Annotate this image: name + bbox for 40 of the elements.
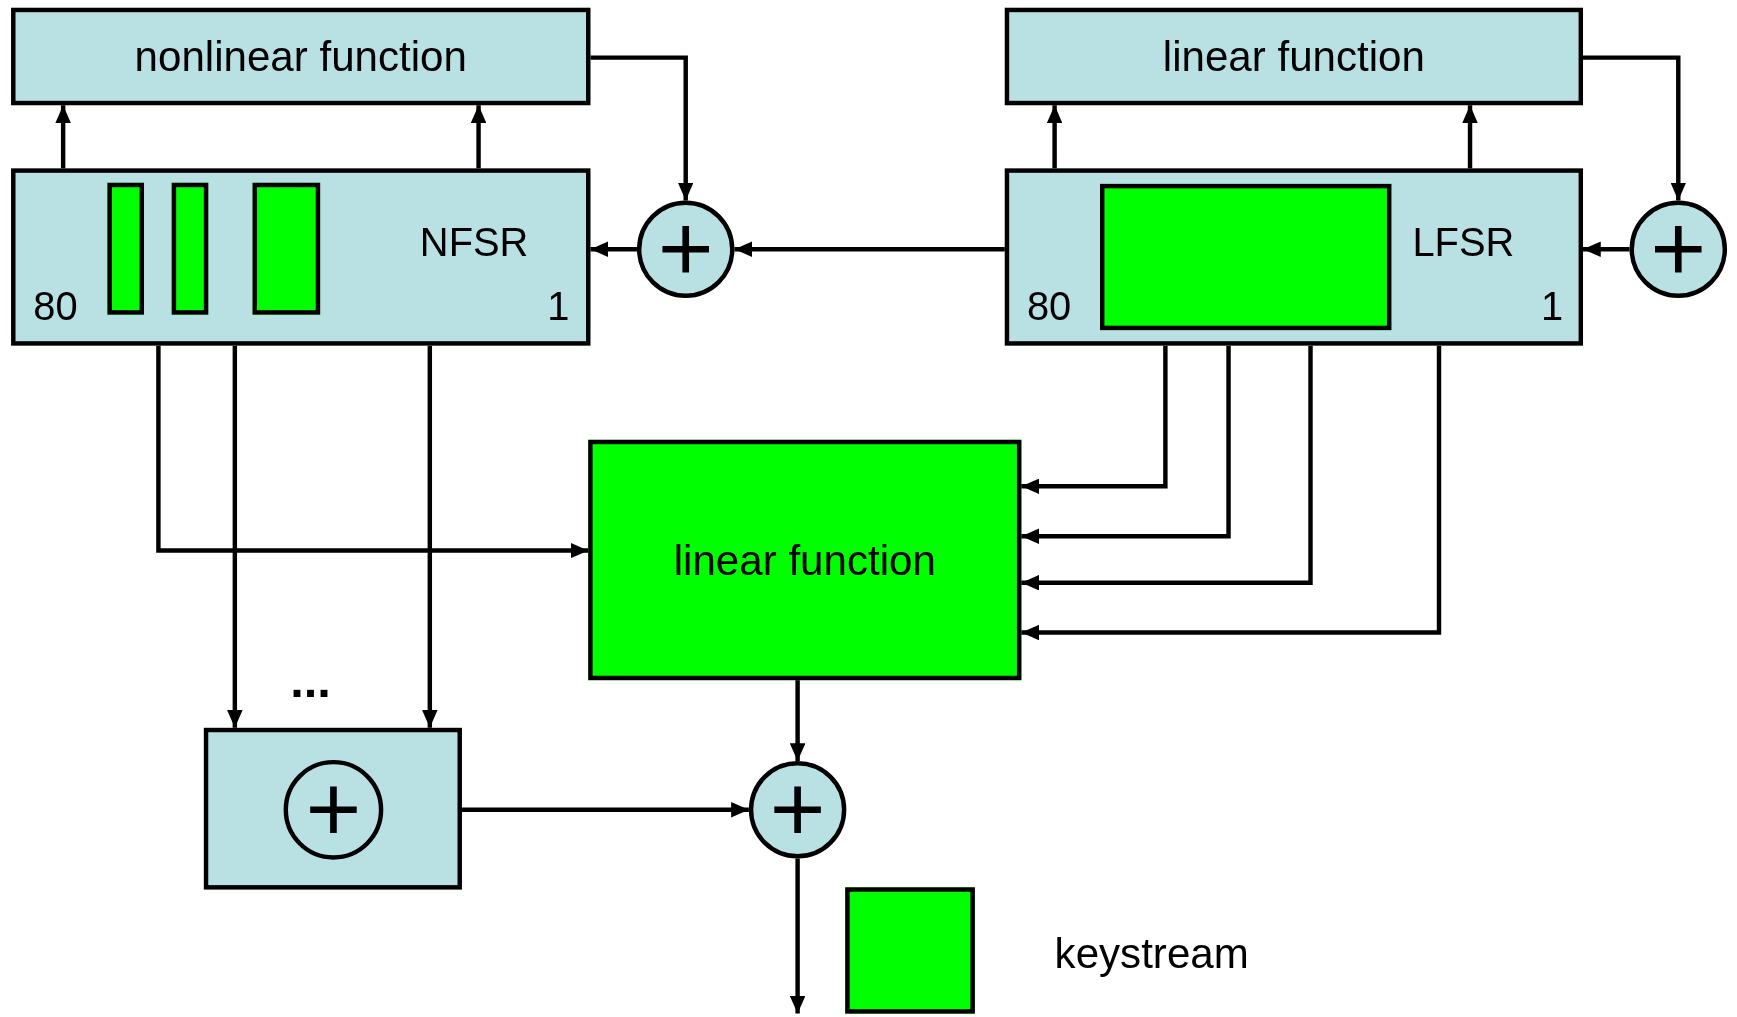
box-label: linear function bbox=[1162, 35, 1425, 78]
register-cell bbox=[252, 182, 321, 315]
register-cell bbox=[1100, 183, 1392, 331]
register-cell bbox=[171, 182, 209, 315]
arrow bbox=[1462, 105, 1478, 169]
arrow bbox=[461, 802, 749, 818]
register-cell bbox=[107, 182, 144, 315]
arrow bbox=[734, 241, 1005, 257]
arrow bbox=[1021, 345, 1231, 544]
arrow bbox=[789, 858, 806, 1014]
xor-box bbox=[203, 727, 462, 890]
register-name: LFSR bbox=[1412, 222, 1515, 263]
arrow bbox=[470, 105, 487, 169]
ellipsis: ... bbox=[290, 655, 331, 705]
box-label: linear function bbox=[673, 538, 936, 582]
legend-label: keystream bbox=[1054, 932, 1249, 975]
arrow bbox=[227, 345, 243, 728]
arrow bbox=[590, 241, 637, 257]
arrow bbox=[1021, 345, 1442, 641]
bit-index: 80 bbox=[33, 286, 78, 327]
arrow bbox=[1021, 345, 1168, 495]
box-label: nonlinear function bbox=[134, 35, 467, 78]
register-box bbox=[11, 168, 591, 346]
arrow bbox=[55, 105, 71, 169]
function-box bbox=[1004, 7, 1583, 106]
function-box bbox=[11, 7, 591, 106]
bit-index: 80 bbox=[1026, 286, 1072, 327]
bit-index: 1 bbox=[1540, 286, 1564, 327]
register-box bbox=[1004, 168, 1583, 346]
bit-index: 1 bbox=[547, 286, 570, 327]
arrow bbox=[1583, 241, 1630, 257]
arrow bbox=[1021, 345, 1313, 591]
arrow bbox=[156, 345, 589, 559]
arrow bbox=[1583, 55, 1687, 201]
arrow bbox=[789, 680, 806, 762]
arrow bbox=[590, 55, 694, 201]
arrow bbox=[1046, 105, 1063, 169]
function-box bbox=[588, 439, 1022, 681]
register-name: NFSR bbox=[419, 222, 529, 263]
arrow bbox=[422, 345, 438, 728]
